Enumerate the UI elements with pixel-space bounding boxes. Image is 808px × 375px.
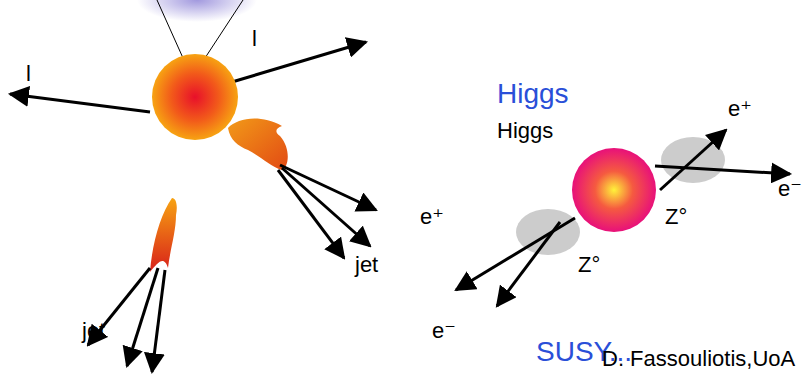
jet-label: jet: [82, 320, 105, 342]
particle-label: e⁻: [432, 320, 456, 342]
particle-label: Higgs: [497, 120, 553, 142]
particle-label: e⁻: [778, 178, 802, 200]
particle-label: e⁺: [728, 98, 752, 120]
lepton-label: l: [26, 63, 31, 85]
jet-label: jet: [355, 254, 378, 276]
author-credit: D. Fassouliotis,UoA: [602, 348, 795, 370]
particle-label: e⁺: [420, 206, 444, 228]
boson-label: Z°: [665, 206, 687, 228]
boson-label: Z°: [578, 254, 600, 276]
lepton-label: l: [252, 28, 257, 50]
topic-heading: Higgs: [497, 80, 569, 108]
